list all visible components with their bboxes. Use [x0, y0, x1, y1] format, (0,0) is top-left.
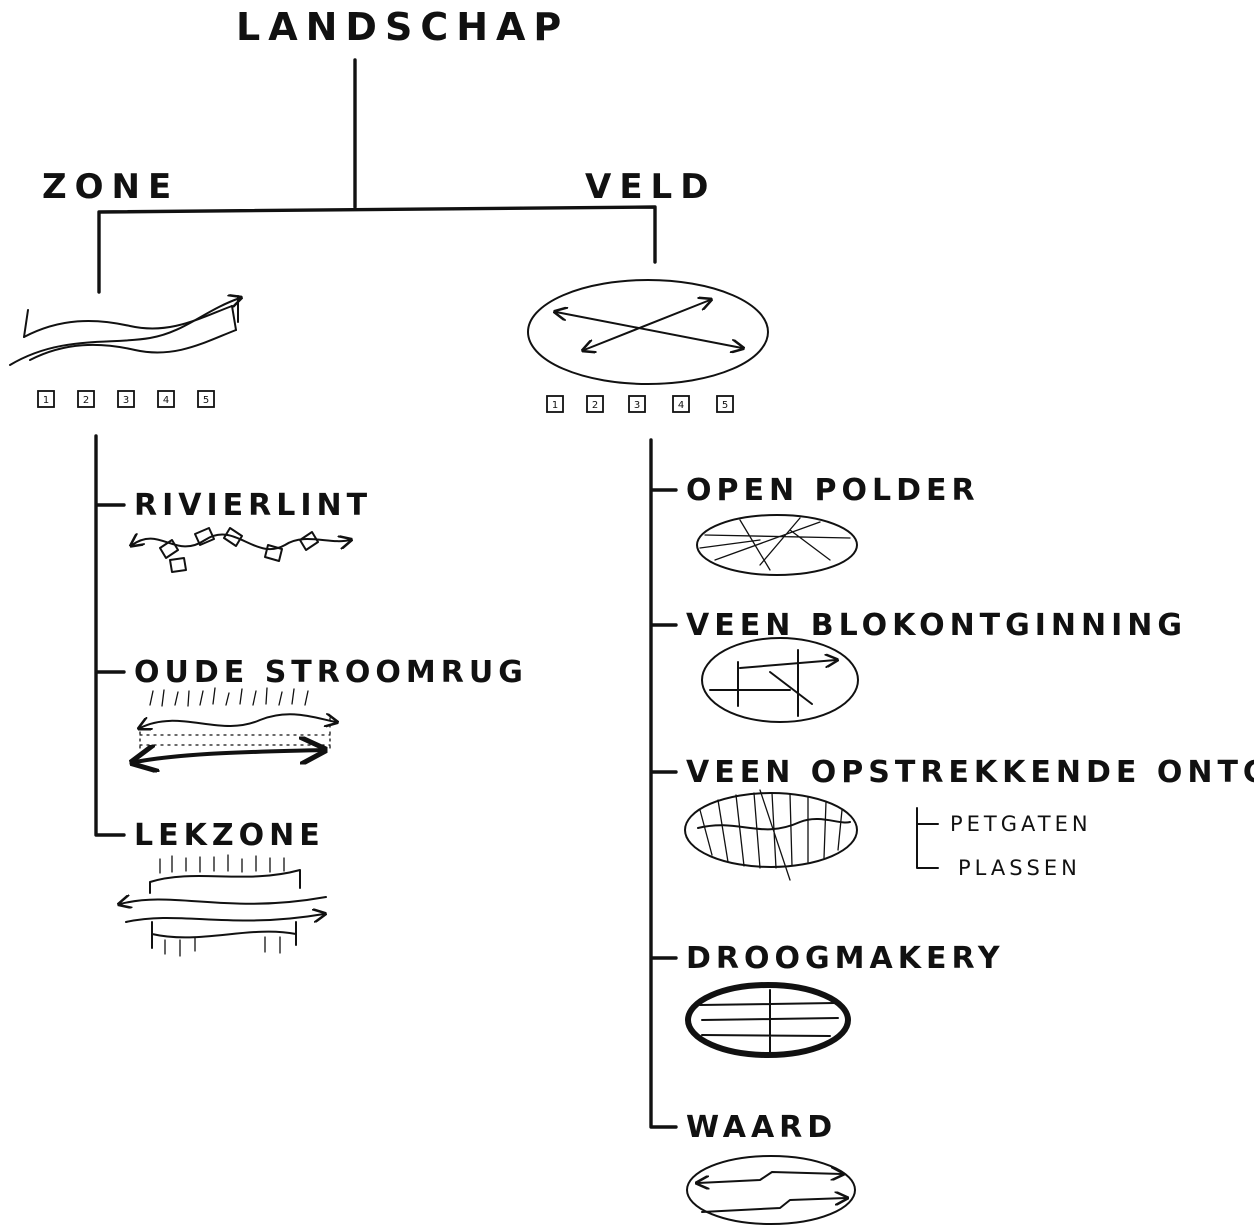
- svg-text:5: 5: [203, 395, 209, 406]
- lekzone-icon: [120, 854, 326, 957]
- root-label: LANDSCHAP: [236, 5, 569, 49]
- veld-item-label: VEEN OPSTREKKENDE ONTG.: [686, 755, 1254, 790]
- veld-opstrekkende-icon: [684, 789, 858, 881]
- svg-text:4: 4: [678, 400, 684, 411]
- rivierlint-icon: [132, 527, 350, 573]
- svg-text:1: 1: [43, 395, 49, 406]
- opstrekkende-sub-connector: [916, 807, 939, 869]
- svg-text:3: 3: [123, 395, 129, 406]
- veld-item-label: WAARD: [686, 1110, 837, 1145]
- droogmakery-icon: [685, 982, 851, 1058]
- veld-sub-item-label: PETGATEN: [950, 812, 1092, 836]
- veld-number-box: 4: [672, 395, 690, 413]
- veld-item-label: DROOGMAKERY: [686, 941, 1005, 976]
- veld-tree-line: [649, 438, 678, 1129]
- zone-number-box: 1: [37, 390, 55, 408]
- veld-number-box: 3: [628, 395, 646, 413]
- veld-item-label: OPEN POLDER: [686, 473, 980, 508]
- veld-number-box: 5: [716, 395, 734, 413]
- veld-number-box: 1: [546, 395, 564, 413]
- zone-item-label: RIVIERLINT: [134, 488, 372, 523]
- veld-blokontginning-icon: [701, 637, 859, 723]
- svg-text:2: 2: [83, 395, 89, 406]
- zone-number-boxes: 1 2 3 4 5: [37, 390, 215, 408]
- veld-item-label: VEEN BLOKONTGINNING: [686, 608, 1187, 643]
- zone-label: ZONE: [42, 167, 179, 207]
- svg-text:5: 5: [722, 400, 728, 411]
- veld-number-box: 2: [586, 395, 604, 413]
- zone-number-box: 4: [157, 390, 175, 408]
- veld-main-icon: [527, 279, 769, 385]
- veld-label: VELD: [585, 167, 716, 207]
- svg-text:4: 4: [163, 395, 169, 406]
- veld-number-boxes: 1 2 3 4 5: [546, 395, 734, 413]
- zone-number-box: 5: [197, 390, 215, 408]
- svg-text:2: 2: [592, 400, 598, 411]
- root-connector: [97, 58, 657, 294]
- zone-number-box: 3: [117, 390, 135, 408]
- zone-item-label: LEKZONE: [134, 818, 325, 853]
- svg-text:1: 1: [552, 400, 558, 411]
- zone-item-label: OUDE STROOMRUG: [134, 655, 528, 690]
- zone-number-box: 2: [77, 390, 95, 408]
- zone-main-icon: [9, 296, 240, 366]
- veld-sub-item-label: PLASSEN: [958, 856, 1081, 880]
- oude-stroomrug-icon: [135, 687, 336, 762]
- svg-text:3: 3: [634, 400, 640, 411]
- open-polder-icon: [696, 514, 858, 576]
- zone-tree-line: [94, 434, 126, 837]
- waard-icon: [686, 1155, 856, 1225]
